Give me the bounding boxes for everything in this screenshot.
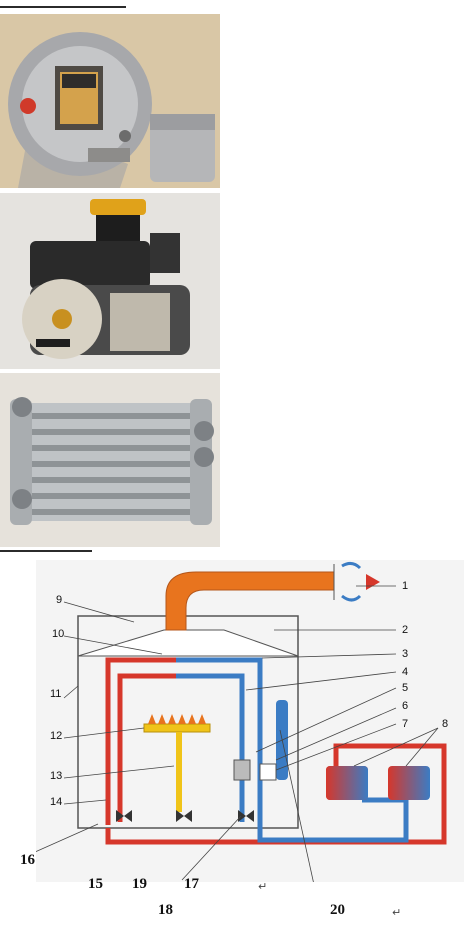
boiler-schematic: 1 2 3 4 5 6 7 8 9 10 11 12 13 14 <box>25 560 464 913</box>
label-6: 6 <box>402 700 409 712</box>
top-divider <box>0 6 126 8</box>
label-20: 20 <box>330 902 345 918</box>
heat-exchanger-photo <box>0 373 220 547</box>
label-10: 10 <box>52 628 65 640</box>
paragraph-mark-1: ↵ <box>258 880 268 893</box>
paragraph-mark-2: ↵ <box>392 906 402 919</box>
label-15: 15 <box>88 876 103 892</box>
blower-fan-photo <box>0 14 220 188</box>
label-12: 12 <box>50 730 63 742</box>
label-3: 3 <box>402 648 409 660</box>
circulation-pump-photo <box>0 193 220 369</box>
label-11: 11 <box>50 688 62 700</box>
label-14: 14 <box>50 796 63 808</box>
label-8: 8 <box>442 718 449 730</box>
label-13: 13 <box>50 770 63 782</box>
label-7: 7 <box>402 718 409 730</box>
label-1: 1 <box>402 580 409 592</box>
schematic-drawing <box>25 561 447 913</box>
label-2: 2 <box>402 624 409 636</box>
label-17: 17 <box>184 876 199 892</box>
mid-divider <box>0 550 92 552</box>
label-18: 18 <box>158 902 173 918</box>
label-4: 4 <box>402 666 409 678</box>
label-19: 19 <box>132 876 147 892</box>
label-16: 16 <box>20 852 35 868</box>
label-5: 5 <box>402 682 409 694</box>
label-9: 9 <box>56 594 63 606</box>
